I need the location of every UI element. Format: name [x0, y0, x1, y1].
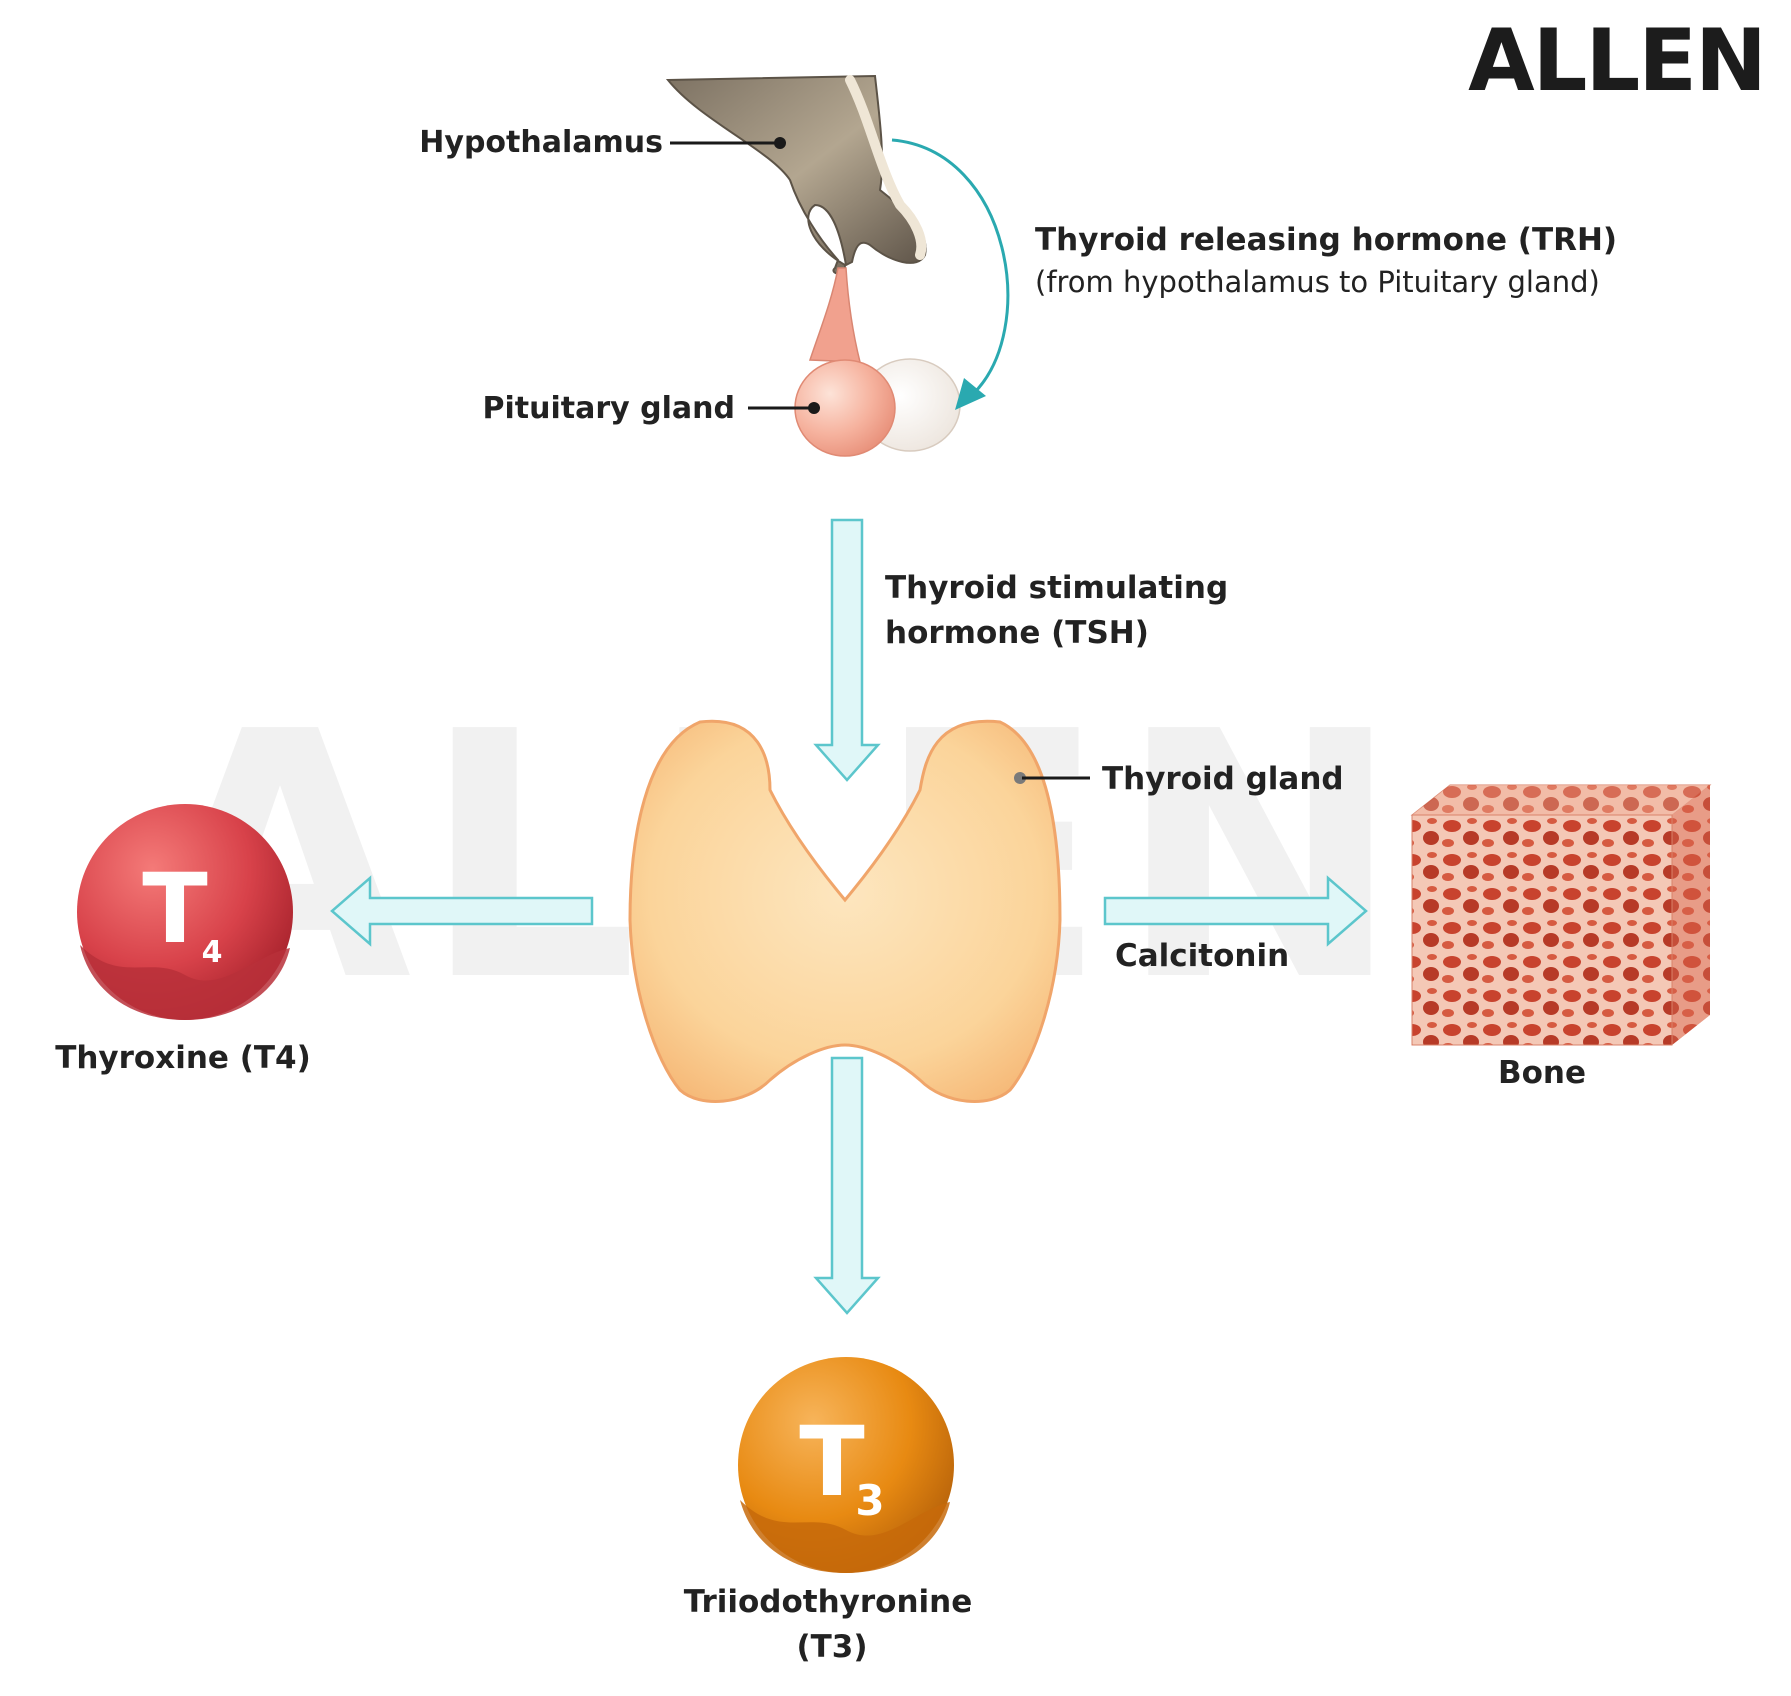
pituitary-label: Pituitary gland	[483, 391, 735, 426]
trh-arrow	[891, 138, 1010, 397]
tsh-label-line1: Thyroid stimulating	[885, 570, 1228, 606]
bone-cube-illustration	[1410, 784, 1712, 1046]
hypothalamus-illustration	[665, 74, 927, 277]
trh-subtitle: (from hypothalamus to Pituitary gland)	[1035, 265, 1600, 299]
t3-name-line1: Triiodothyronine	[684, 1584, 973, 1620]
t4-letter: T	[142, 853, 207, 965]
tsh-label-line2: hormone (TSH)	[885, 615, 1149, 651]
thyroid-leader-dot	[1014, 772, 1026, 784]
hypothalamus-leader-dot	[774, 137, 786, 149]
calcitonin-arrow	[1103, 875, 1368, 947]
t4-arrow	[330, 875, 594, 947]
pituitary-leader-dot	[808, 402, 820, 414]
calcitonin-label: Calcitonin	[1115, 938, 1289, 974]
t3-hormone-ball: T 3	[738, 1357, 954, 1573]
t3-letter: T	[799, 1406, 864, 1518]
trh-arrowhead-icon	[955, 378, 986, 410]
t4-subscript: 4	[202, 935, 223, 970]
t4-name-label: Thyroxine (T4)	[55, 1040, 311, 1076]
t3-name-line2: (T3)	[796, 1629, 867, 1665]
bone-label: Bone	[1498, 1055, 1586, 1091]
t3-subscript: 3	[855, 1476, 884, 1525]
tsh-arrow	[813, 518, 881, 782]
t3-arrow	[813, 1056, 881, 1315]
pituitary-illustration	[794, 267, 961, 457]
thyroid-label: Thyroid gland	[1102, 761, 1344, 797]
thyroid-gland-illustration	[628, 719, 1062, 1103]
t4-hormone-ball: T 4	[77, 804, 293, 1020]
hypothalamus-label: Hypothalamus	[419, 125, 663, 160]
trh-title: Thyroid releasing hormone (TRH)	[1035, 222, 1617, 258]
allen-logo: ALLEN	[1468, 11, 1765, 111]
